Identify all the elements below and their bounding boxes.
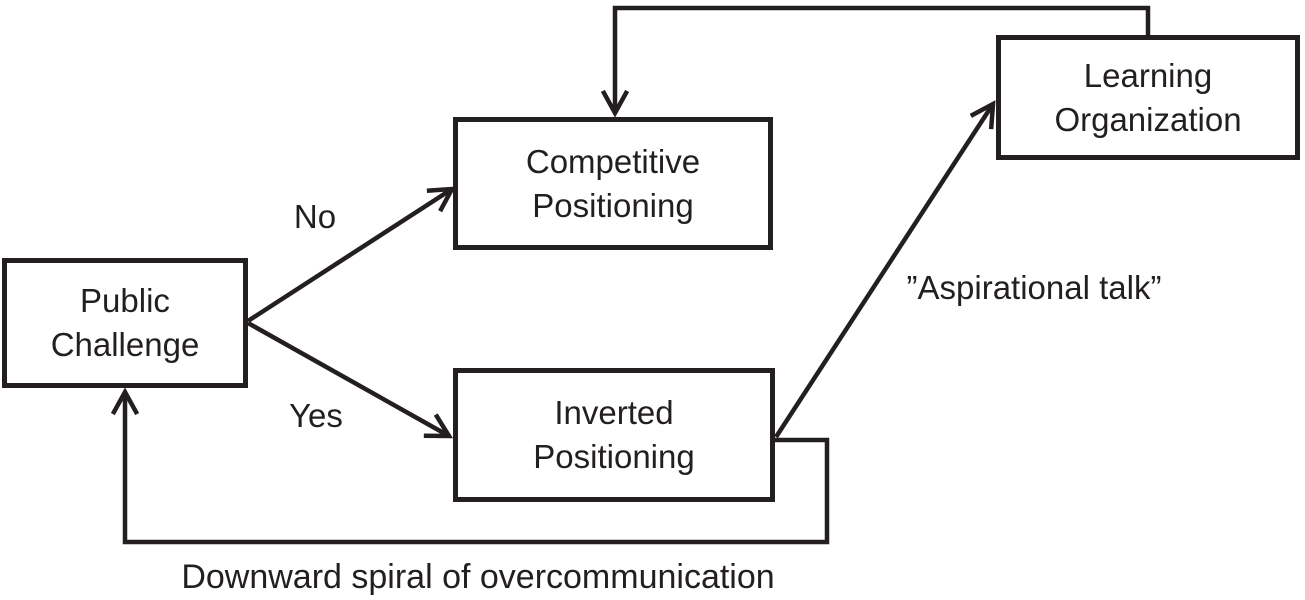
arrow-learning-to-competitive — [615, 5, 1151, 113]
node-public-challenge-line2: Challenge — [50, 326, 200, 363]
edge-label-no: No — [293, 198, 337, 235]
arrow-downward-spiral-loop — [125, 392, 830, 545]
edge-label-aspirational-talk: ”Aspirational talk” — [906, 269, 1162, 306]
node-learning-organization-line1: Learning — [1083, 56, 1213, 94]
edge-label-yes: Yes — [289, 397, 343, 434]
caption-downward-spiral: Downward spiral of overcommunication — [181, 558, 775, 596]
node-inverted-positioning: Inverted Positioning — [453, 368, 775, 502]
node-learning-organization-line2: Organization — [1054, 100, 1242, 138]
arrow-aspirational-talk — [774, 104, 993, 439]
node-inverted-positioning-line2: Positioning — [533, 438, 695, 475]
node-public-challenge-line1: Public — [80, 282, 170, 320]
node-learning-organization: Learning Organization — [996, 35, 1300, 160]
node-competitive-positioning-line1: Competitive — [525, 142, 701, 180]
node-public-challenge: Public Challenge — [2, 258, 248, 388]
node-inverted-positioning-line1: Inverted — [554, 394, 674, 432]
node-competitive-positioning: Competitive Positioning — [453, 117, 773, 250]
arrow-no — [246, 189, 452, 323]
arrow-yes — [246, 321, 449, 436]
node-competitive-positioning-line2: Positioning — [532, 186, 694, 224]
